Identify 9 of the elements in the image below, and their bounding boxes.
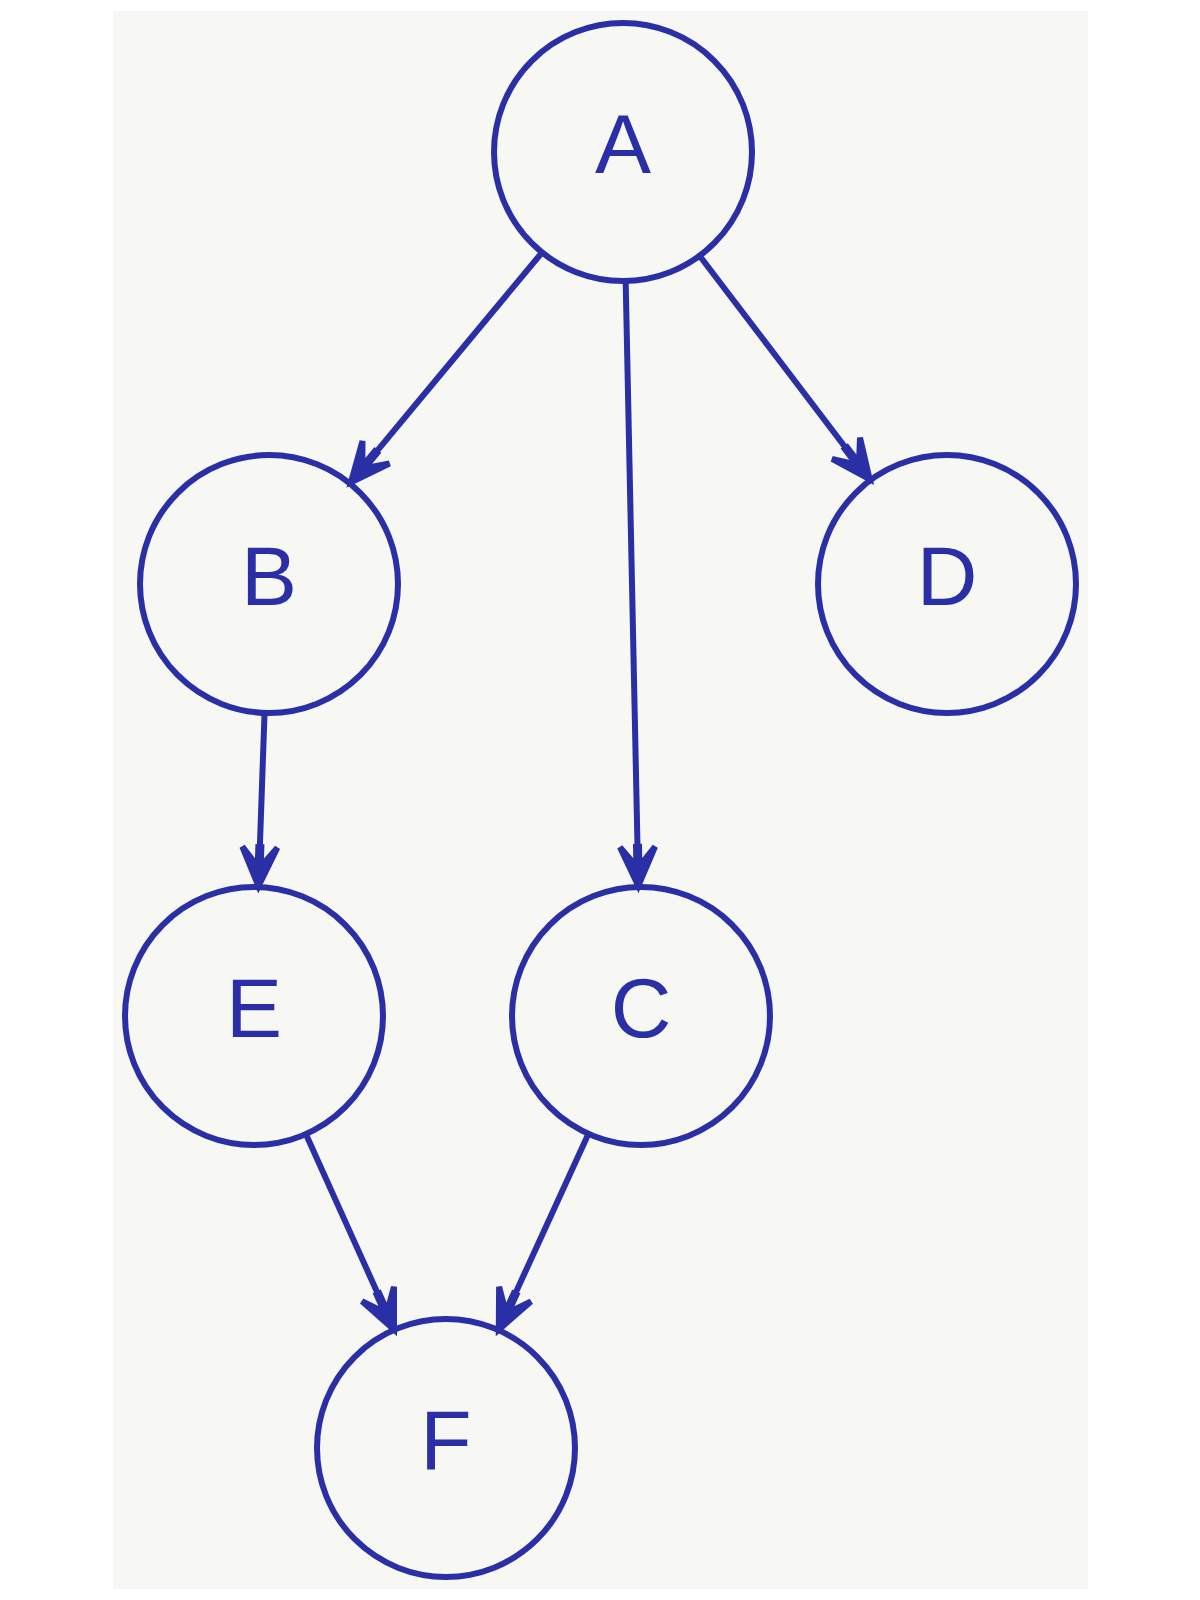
node-circle: A xyxy=(490,20,755,284)
node-circle: D xyxy=(814,452,1079,716)
arrow xyxy=(302,1133,397,1333)
node-circle: E xyxy=(121,884,386,1148)
node-circle: F xyxy=(313,1316,578,1580)
node-circle: B xyxy=(136,452,401,716)
arrow xyxy=(347,250,544,486)
node-circle: C xyxy=(508,884,773,1148)
arrow xyxy=(696,254,873,483)
